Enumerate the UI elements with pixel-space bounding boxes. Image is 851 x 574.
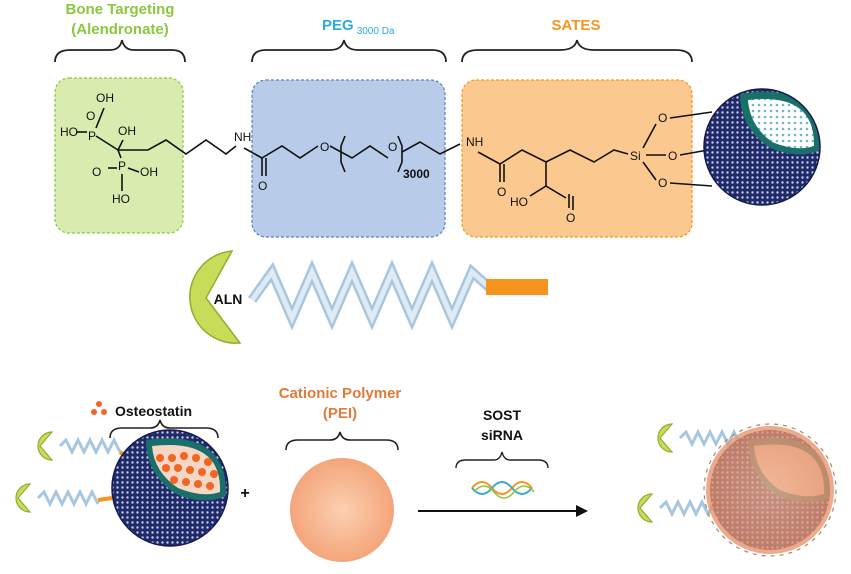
cationic-polymer-title: Cationic Polymer bbox=[279, 385, 402, 402]
bone-targeting-subtitle: (Alendronate) bbox=[71, 21, 169, 38]
sirna-strand-2 bbox=[471, 481, 533, 495]
peg-zigzag-inner bbox=[249, 265, 492, 325]
osteostatin-dot-1 bbox=[96, 401, 102, 407]
chem-si-o1: O bbox=[658, 111, 667, 125]
chem-o2: O bbox=[92, 165, 101, 179]
chem-ho3: HO bbox=[112, 192, 130, 206]
chem-n3000: 3000 bbox=[403, 167, 430, 181]
chem-cooh-ho: HO bbox=[510, 195, 528, 209]
pei-sphere bbox=[290, 458, 394, 562]
nanoparticle-osteostatin bbox=[111, 429, 229, 547]
cationic-polymer-subtitle: (PEI) bbox=[323, 405, 357, 422]
peg-chain-bottom-right bbox=[658, 498, 716, 518]
aln-ligand-top-left bbox=[37, 431, 54, 461]
aln-ligand-top-right bbox=[657, 423, 674, 453]
peg-chain-top-left bbox=[58, 436, 122, 456]
aln-label: ALN bbox=[214, 291, 243, 307]
chem-si-o2: O bbox=[668, 149, 677, 163]
chem-o-carbonyl1: O bbox=[258, 179, 267, 193]
peg-linker-structure: NH O O O 3000 bbox=[234, 130, 461, 193]
nanoparticle-top bbox=[703, 88, 821, 206]
bone-targeting-title: Bone Targeting bbox=[66, 1, 175, 18]
nanoparticle-coated bbox=[703, 423, 837, 557]
chem-oh3: OH bbox=[140, 165, 158, 179]
arrow-head bbox=[576, 505, 588, 517]
brace-bone bbox=[54, 39, 186, 63]
chem-p1: P bbox=[88, 129, 96, 143]
sates-title: SATES bbox=[552, 17, 601, 34]
chem-p2: P bbox=[118, 159, 126, 173]
chem-nh2: NH bbox=[466, 135, 483, 149]
peg-chain-top-right bbox=[678, 428, 742, 448]
chem-nh1: NH bbox=[234, 130, 251, 144]
chem-cooh-o: O bbox=[566, 211, 575, 225]
chem-o-ether2: O bbox=[388, 140, 397, 154]
sirna-label: siRNA bbox=[481, 427, 523, 443]
plus-sign: + bbox=[240, 485, 249, 502]
alendronate-structure: HO O OH P OH P O OH HO bbox=[60, 91, 237, 206]
brace-sates bbox=[461, 39, 693, 63]
chem-o-ether1: O bbox=[320, 140, 329, 154]
brace-cationic bbox=[285, 431, 399, 451]
sates-bar bbox=[486, 279, 548, 295]
bone-targeting-box bbox=[54, 77, 184, 234]
osteostatin-dot-3 bbox=[101, 409, 107, 415]
chem-o1: O bbox=[86, 109, 95, 123]
osteostatin-label: Osteostatin bbox=[115, 403, 192, 419]
sost-label: SOST bbox=[483, 407, 522, 423]
aln-ligand-bottom-right bbox=[637, 493, 654, 523]
peg-box bbox=[251, 79, 446, 238]
sates-box bbox=[461, 79, 693, 238]
sirna-strand-3 bbox=[473, 485, 535, 499]
peg-sub-label: 3000 Da bbox=[357, 26, 395, 37]
brace-peg bbox=[251, 39, 447, 63]
sirna-strand-1 bbox=[471, 481, 533, 495]
chem-si: Si bbox=[630, 149, 641, 163]
aln-pacman-shape bbox=[189, 250, 242, 344]
chem-o-carbonyl2: O bbox=[497, 185, 506, 199]
chem-oh2: OH bbox=[118, 124, 136, 138]
brace-sirna bbox=[455, 451, 549, 469]
chem-ho1: HO bbox=[60, 125, 78, 139]
brace-osteostatin bbox=[109, 419, 219, 439]
osteostatin-dot-2 bbox=[91, 409, 97, 415]
sates-structure: NH O HO O Si O O O bbox=[466, 111, 713, 225]
sates-stub-bottom-left bbox=[97, 496, 113, 502]
aln-ligand-bottom-left bbox=[15, 483, 32, 513]
peg-chain-bottom-left bbox=[36, 488, 100, 508]
peg-main-label: PEG bbox=[322, 17, 354, 34]
chem-oh1: OH bbox=[96, 91, 114, 105]
chem-si-o3: O bbox=[658, 176, 667, 190]
